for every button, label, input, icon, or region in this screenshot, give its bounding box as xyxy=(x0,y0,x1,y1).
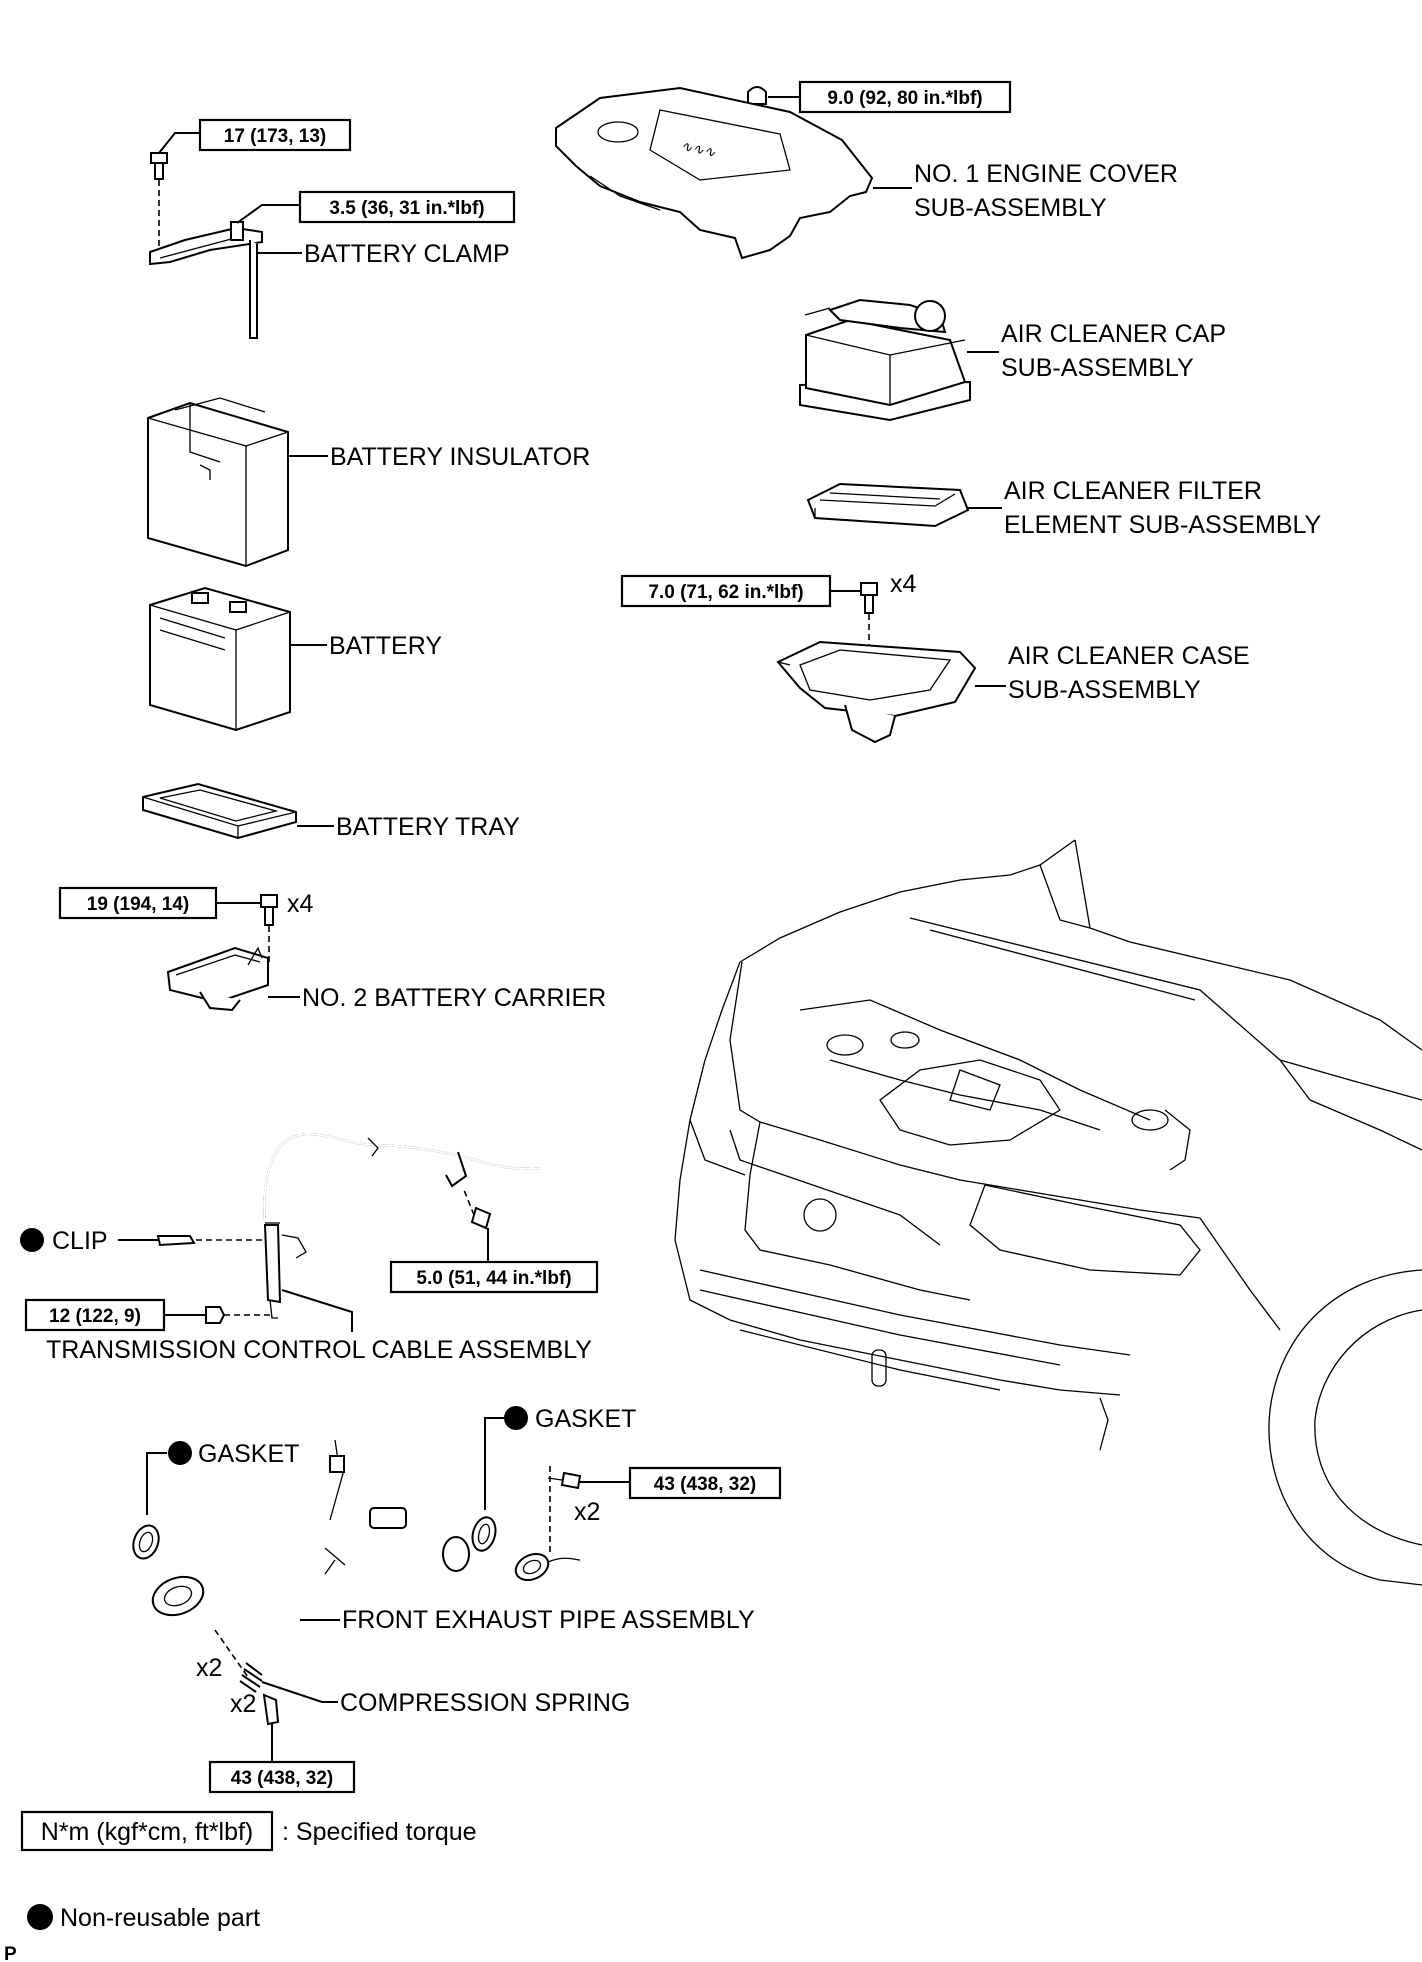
exhaust-flange-bolt-icon xyxy=(547,1471,582,1490)
exhaust-manifold-flange-icon xyxy=(514,1552,581,1582)
qty-carrier-bolts: x4 xyxy=(287,890,314,918)
cable-nut-icon xyxy=(205,1306,226,1324)
label-battery-clamp: BATTERY CLAMP xyxy=(304,240,510,268)
torque-air-case-bolt: 7.0 (71, 62 in.*lbf) xyxy=(648,582,803,603)
torque-box-air-case xyxy=(620,574,832,608)
battery-group: BATTERY xyxy=(149,586,442,732)
battery-tray-group: BATTERY TRAY xyxy=(142,782,520,841)
battery-tray-icon xyxy=(142,782,297,840)
legend-non-reusable-dot-icon xyxy=(27,1904,53,1930)
label-engine-cover-1: NO. 1 ENGINE COVER xyxy=(914,160,1178,188)
battery-clamp-group: 17 (173, 13) 3.5 (36, 31 in.*lbf) BATTER… xyxy=(149,118,516,339)
torque-cable-nut: 12 (122, 9) xyxy=(49,1306,141,1327)
torque-box-clamp-bolt xyxy=(198,118,352,152)
label-air-cleaner-cap-1: AIR CLEANER CAP xyxy=(1001,320,1226,348)
legend: N*m (kgf*cm, ft*lbf) : Specified torque … xyxy=(4,1810,477,1962)
exhaust-lower-bolt-icon xyxy=(262,1693,280,1726)
label-clip: CLIP xyxy=(52,1227,108,1255)
torque-clamp-nut: 3.5 (36, 31 in.*lbf) xyxy=(329,198,484,219)
front-exhaust-pipe-icon xyxy=(151,1439,473,1642)
engine-cover-group: 9.0 (92, 80 in.*lbf) ∿∿∿ NO. 1 ENGINE CO… xyxy=(555,80,1178,260)
legend-torque-unit: N*m (kgf*cm, ft*lbf) xyxy=(41,1818,254,1846)
engine-cover-nut-icon xyxy=(747,86,767,105)
qty-exhaust-lower-bolts: x2 xyxy=(230,1690,256,1718)
air-cleaner-case-icon xyxy=(776,640,977,744)
battery-insulator-group: BATTERY INSULATOR xyxy=(147,397,590,568)
battery-carrier-group: 19 (194, 14) x4 NO. 2 BATTERY CARRIER xyxy=(58,886,606,1012)
qty-springs: x2 xyxy=(196,1654,222,1682)
label-gasket-left: GASKET xyxy=(198,1440,299,1468)
gasket-right-icon xyxy=(471,1516,497,1552)
torque-box-carrier-bolt xyxy=(58,886,218,920)
label-front-exhaust-pipe: FRONT EXHAUST PIPE ASSEMBLY xyxy=(342,1606,755,1634)
label-battery-tray: BATTERY TRAY xyxy=(336,813,520,841)
cable-bracket-bolt-icon xyxy=(463,1189,492,1230)
battery-insulator-icon xyxy=(147,397,289,568)
label-engine-cover-2: SUB-ASSEMBLY xyxy=(914,194,1107,222)
torque-box-exhaust-flange xyxy=(628,1466,782,1500)
engine-cover-icon: ∿∿∿ xyxy=(555,86,874,260)
non-reusable-gasket-right-dot-icon xyxy=(504,1406,528,1430)
torque-box-clamp-nut xyxy=(298,190,516,224)
label-air-case-1: AIR CLEANER CASE xyxy=(1008,642,1250,670)
label-air-filter-2: ELEMENT SUB-ASSEMBLY xyxy=(1004,511,1322,539)
non-reusable-gasket-left-dot-icon xyxy=(168,1441,192,1465)
gasket-left-icon xyxy=(132,1524,160,1560)
torque-exhaust-lower-bolt: 43 (438, 32) xyxy=(231,1768,333,1789)
torque-carrier-bolt: 19 (194, 14) xyxy=(87,894,189,915)
carrier-bolt-icon xyxy=(260,894,278,926)
qty-exhaust-flange-bolts: x2 xyxy=(574,1498,600,1526)
legend-torque-desc: : Specified torque xyxy=(282,1818,477,1846)
label-battery: BATTERY xyxy=(329,632,442,660)
vehicle-front-illustration xyxy=(674,839,1422,1586)
air-cleaner-cap-icon xyxy=(799,298,971,422)
torque-clamp-bolt: 17 (173, 13) xyxy=(224,126,326,147)
battery-carrier-icon xyxy=(166,946,269,1012)
label-no2-battery-carrier: NO. 2 BATTERY CARRIER xyxy=(302,984,606,1012)
torque-box-exhaust-lower xyxy=(208,1760,356,1794)
clip-icon xyxy=(156,1235,196,1247)
legend-non-reusable: Non-reusable part xyxy=(60,1904,260,1932)
non-reusable-clip-dot-icon xyxy=(20,1228,44,1252)
transmission-cable-group: CLIP 5.0 (51, 44 in.*lbf) 12 (122, 9) TR… xyxy=(20,1133,599,1364)
label-air-filter-1: AIR CLEANER FILTER xyxy=(1004,477,1262,505)
label-air-case-2: SUB-ASSEMBLY xyxy=(1008,676,1201,704)
label-air-cleaner-cap-2: SUB-ASSEMBLY xyxy=(1001,354,1194,382)
transmission-cable-icon xyxy=(263,1133,541,1319)
qty-air-case-bolts: x4 xyxy=(890,570,917,598)
air-case-bolt-icon xyxy=(860,582,878,614)
exhaust-group: GASKET GASKET 43 (438, 32) x2 xyxy=(132,1405,782,1794)
battery-clamp-icon xyxy=(149,221,263,339)
label-battery-insulator: BATTERY INSULATOR xyxy=(330,443,590,471)
air-cleaner-case-group: 7.0 (71, 62 in.*lbf) x4 AIR CLEANER CASE… xyxy=(620,570,1250,744)
footer-mark: P xyxy=(4,1944,17,1962)
air-filter-icon xyxy=(806,482,970,528)
torque-box-cable-bracket xyxy=(389,1260,599,1294)
clamp-bolt-icon xyxy=(150,152,168,180)
torque-cable-bracket-bolt: 5.0 (51, 44 in.*lbf) xyxy=(416,1268,571,1289)
legend-torque-box xyxy=(20,1810,274,1852)
label-compression-spring: COMPRESSION SPRING xyxy=(340,1689,630,1717)
compression-spring-icon xyxy=(239,1662,263,1693)
label-gasket-right: GASKET xyxy=(535,1405,636,1433)
air-filter-group: AIR CLEANER FILTER ELEMENT SUB-ASSEMBLY xyxy=(806,477,1322,539)
battery-icon xyxy=(149,586,291,732)
label-transmission-cable: TRANSMISSION CONTROL CABLE ASSEMBLY xyxy=(46,1336,592,1364)
torque-exhaust-flange-bolt: 43 (438, 32) xyxy=(654,1474,756,1495)
svg-text:∿∿∿: ∿∿∿ xyxy=(679,137,717,160)
air-cleaner-cap-group: AIR CLEANER CAP SUB-ASSEMBLY xyxy=(799,298,1226,422)
torque-engine-cover-nut: 9.0 (92, 80 in.*lbf) xyxy=(827,88,982,109)
